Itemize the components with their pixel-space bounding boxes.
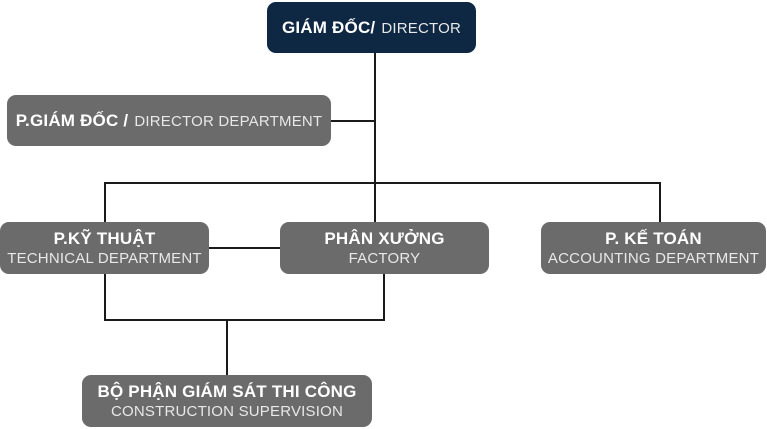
supervision-title-vi: BỘ PHẬN GIÁM SÁT THI CÔNG bbox=[97, 381, 357, 401]
connector-technical-drop bbox=[104, 182, 106, 222]
director-box: GIÁM ĐỐC/ DIRECTOR bbox=[267, 2, 476, 53]
connector-factory-down bbox=[383, 274, 385, 321]
supervision-title-en: CONSTRUCTION SUPERVISION bbox=[110, 402, 344, 420]
accounting-department-box: P. KẾ TOÁN ACCOUNTING DEPARTMENT bbox=[541, 222, 766, 274]
construction-supervision-box: BỘ PHẬN GIÁM SÁT THI CÔNG CONSTRUCTION S… bbox=[82, 375, 372, 427]
director-department-box: P.GIÁM ĐỐC / DIRECTOR DEPARTMENT bbox=[7, 95, 331, 146]
connector-technical-down bbox=[104, 274, 106, 321]
connector-director-department bbox=[330, 120, 375, 122]
technical-title-en: TECHNICAL DEPARTMENT bbox=[7, 249, 202, 267]
accounting-title-en: ACCOUNTING DEPARTMENT bbox=[547, 249, 760, 267]
connector-technical-factory bbox=[208, 247, 280, 249]
factory-box: PHÂN XƯỞNG FACTORY bbox=[280, 222, 489, 274]
director-title-vi: GIÁM ĐỐC/ bbox=[281, 17, 376, 37]
director-department-title-vi: P.GIÁM ĐỐC / bbox=[15, 110, 129, 130]
director-title-en: DIRECTOR bbox=[381, 19, 462, 37]
director-department-title-en: DIRECTOR DEPARTMENT bbox=[134, 112, 323, 130]
connector-main-horizontal bbox=[104, 182, 661, 184]
connector-accounting-drop bbox=[659, 182, 661, 222]
technical-title-vi: P.KỸ THUẬT bbox=[53, 228, 156, 248]
connector-director-trunk bbox=[374, 52, 376, 222]
technical-department-box: P.KỸ THUẬT TECHNICAL DEPARTMENT bbox=[0, 222, 209, 274]
connector-supervision-drop bbox=[226, 319, 228, 375]
factory-title-en: FACTORY bbox=[348, 249, 421, 267]
connector-bottom-horizontal bbox=[104, 319, 385, 321]
factory-title-vi: PHÂN XƯỞNG bbox=[324, 228, 445, 248]
accounting-title-vi: P. KẾ TOÁN bbox=[605, 228, 702, 248]
